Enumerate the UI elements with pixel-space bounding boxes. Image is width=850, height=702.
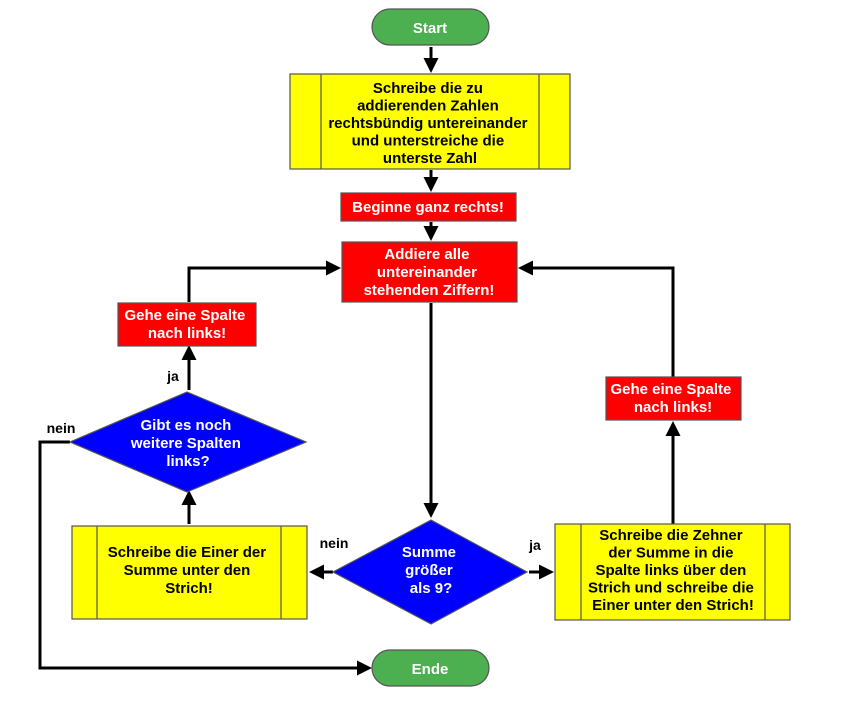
write-tens-process: Schreibe die Zehner der Summe in die Spa…	[554, 523, 791, 621]
nodes: Start Schreibe die zu addierenden Zahlen…	[68, 8, 791, 687]
arrow-move-left-a-to-add-digits	[187, 260, 341, 302]
edge-labels: ja nein nein ja	[47, 368, 541, 553]
sum-greater-nine-decision: Summe größer als 9?	[331, 519, 529, 625]
edge-label-sum-yes: ja	[528, 537, 541, 553]
more-columns-decision: Gibt es noch weitere Spalten links?	[68, 391, 308, 493]
edge-label-more-columns-yes: ja	[166, 368, 179, 384]
move-left-b-label: Gehe eine Spalte nach links!	[610, 381, 735, 416]
begin-right-action: Beginne ganz rechts!	[340, 192, 517, 222]
move-left-action-right: Gehe eine Spalte nach links!	[605, 376, 742, 421]
move-left-a-label: Gehe eine Spalte nach links!	[124, 307, 249, 342]
end-label: Ende	[412, 661, 449, 678]
add-digits-action: Addiere alle untereinander stehenden Zif…	[341, 241, 518, 303]
edge-label-more-columns-no: nein	[47, 420, 76, 436]
sum-check-label: Summe größer als 9?	[402, 544, 460, 597]
arrow-move-left-b-to-add-digits	[518, 260, 675, 377]
write-numbers-process: Schreibe die zu addierenden Zahlen recht…	[289, 73, 571, 170]
write-ones-process: Schreibe die Einer der Summe unter den S…	[71, 525, 308, 620]
write-numbers-label: Schreibe die zu addierenden Zahlen recht…	[328, 80, 531, 167]
start-label: Start	[413, 20, 447, 37]
start-terminal: Start	[371, 8, 490, 46]
connectors	[38, 47, 681, 676]
add-digits-label: Addiere alle untereinander stehenden Zif…	[364, 246, 495, 299]
write-tens-label: Schreibe die Zehner der Summe in die Spa…	[588, 527, 758, 614]
begin-right-label: Beginne ganz rechts!	[352, 199, 504, 216]
move-left-action-left: Gehe eine Spalte nach links!	[117, 302, 257, 347]
more-columns-label: Gibt es noch weitere Spalten links?	[130, 417, 245, 470]
arrow-more-columns-no-to-end	[38, 440, 372, 676]
edge-label-sum-no: nein	[320, 535, 349, 551]
write-ones-label: Schreibe die Einer der Summe unter den S…	[108, 544, 271, 597]
end-terminal: Ende	[371, 649, 490, 687]
